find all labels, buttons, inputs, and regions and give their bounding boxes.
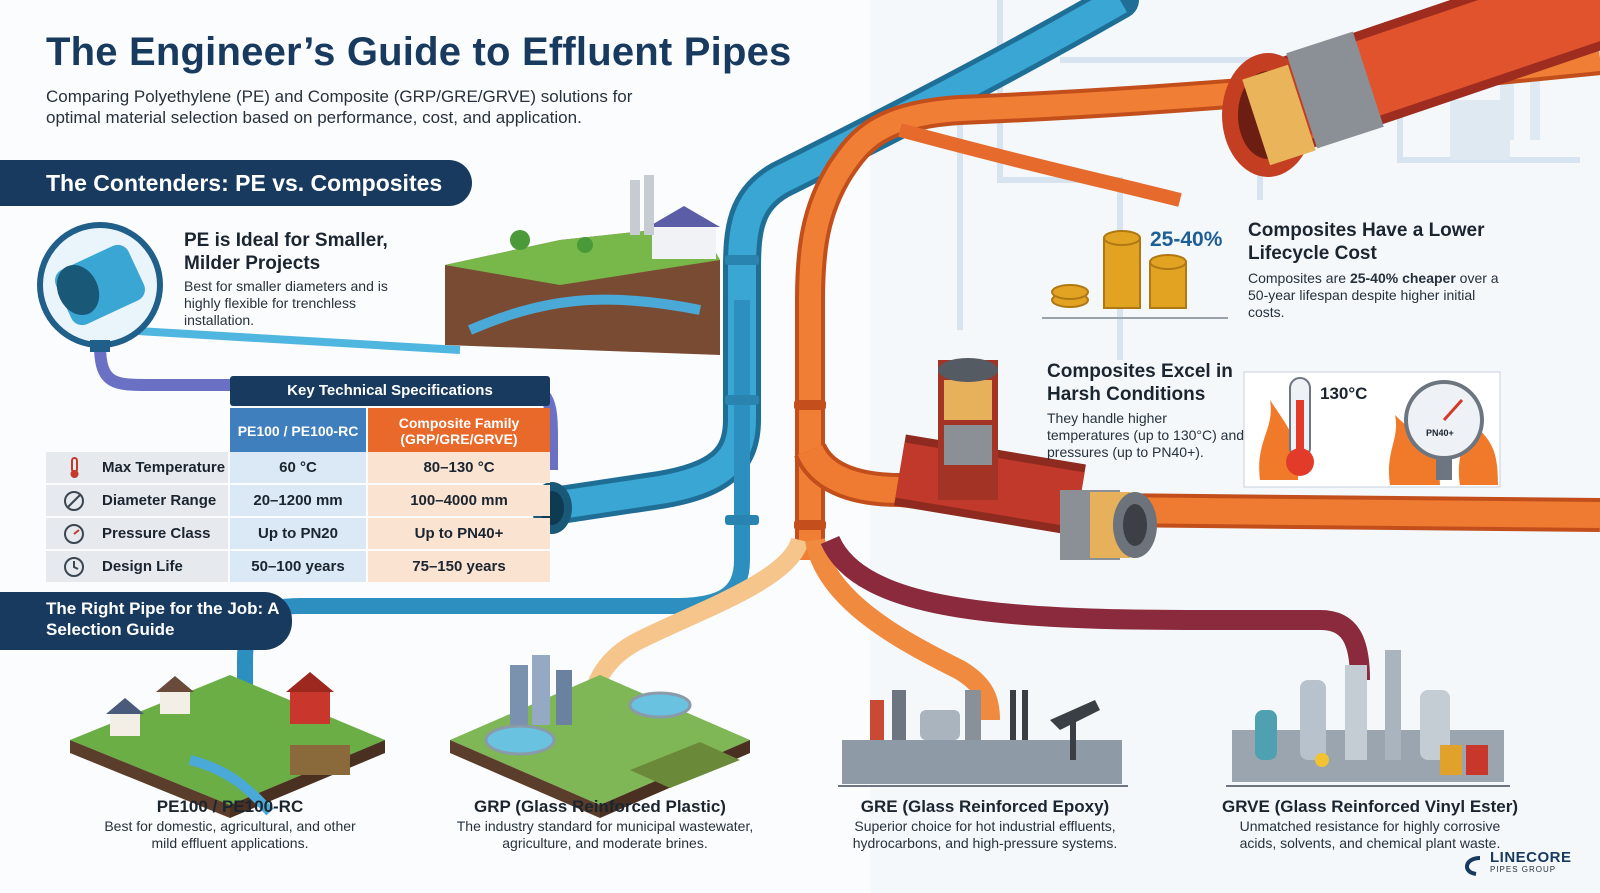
gauge-label: PN40+: [1426, 428, 1454, 438]
row-label: Design Life: [46, 551, 228, 582]
pe-card-heading: PE is Ideal for Smaller, Milder Projects: [184, 230, 388, 274]
table-row: Diameter Range 20–1200 mm 100–4000 mm: [46, 485, 550, 516]
lifecycle-heading: Composites Have a Lower Lifecycle Cost: [1248, 220, 1485, 264]
lifecycle-text-bold: 25-40% cheaper: [1349, 270, 1456, 286]
company-logo: LINECORE PIPES GROUP: [1490, 849, 1572, 876]
selection-heading-pe: PE100 / PE100-RC: [156, 797, 304, 816]
table-row: Design Life 50–100 years 75–150 years: [46, 551, 550, 582]
pe-card-text: Best for smaller diameters and is highly…: [184, 278, 388, 328]
pe-value: Up to PN20: [230, 518, 366, 549]
harsh-text: They handle higher temperatures (up to 1…: [1047, 410, 1245, 460]
lifecycle-text-pre: Composites are: [1248, 270, 1350, 286]
column-header-composite: Composite Family (GRP/GRE/GRVE): [368, 408, 550, 454]
column-header-pe: PE100 / PE100-RC: [230, 408, 366, 454]
selection-text-pe: Best for domestic, agricultural, and oth…: [104, 818, 356, 851]
thermometer-icon: [70, 457, 79, 478]
lifecycle-percent: 25-40%: [1150, 228, 1223, 251]
composite-value: 100–4000 mm: [368, 485, 550, 516]
composite-value: 75–150 years: [368, 551, 550, 582]
page-subtitle: Comparing Polyethylene (PE) and Composit…: [46, 87, 633, 127]
lifecycle-text-post: over a 50-year lifespan despite higher i…: [1248, 270, 1499, 320]
harsh-heading: Composites Excel in Harsh Conditions: [1047, 361, 1233, 405]
lifecycle-text: Composites are 25-40% cheaper over a 50-…: [1248, 270, 1508, 321]
row-label: Diameter Range: [46, 485, 228, 516]
page-title: The Engineer’s Guide to Effluent Pipes: [46, 30, 792, 74]
composite-value: Up to PN40+: [368, 518, 550, 549]
temperature-label: 130°C: [1320, 384, 1368, 403]
pressure-gauge-icon: [64, 524, 84, 544]
row-label: Pressure Class: [46, 518, 228, 549]
pe-value: 50–100 years: [230, 551, 366, 582]
selection-heading-gre: GRE (Glass Reinforced Epoxy): [860, 797, 1110, 816]
diameter-icon: [64, 491, 84, 511]
spec-table-title: Key Technical Specifications: [230, 376, 550, 406]
logo-name: LINECORE: [1490, 849, 1572, 866]
composite-value: 80–130 °C: [368, 452, 550, 483]
selection-text-grve: Unmatched resistance for highly corrosiv…: [1239, 818, 1501, 851]
contenders-banner: The Contenders: PE vs. Composites: [0, 160, 472, 206]
pe-value: 20–1200 mm: [230, 485, 366, 516]
clock-icon: [64, 557, 84, 577]
table-row: Max Temperature 60 °C 80–130 °C: [46, 452, 550, 483]
selection-text-grp: The industry standard for municipal wast…: [456, 818, 754, 851]
selection-heading-grp: GRP (Glass Reinforced Plastic): [474, 797, 726, 816]
selection-banner: The Right Pipe for the Job: A Selection …: [0, 592, 292, 650]
selection-heading-grve: GRVE (Glass Reinforced Vinyl Ester): [1221, 797, 1519, 816]
pe-value: 60 °C: [230, 452, 366, 483]
logo-tagline: PIPES GROUP: [1490, 865, 1557, 874]
table-row: Pressure Class Up to PN20 Up to PN40+: [46, 518, 550, 549]
selection-text-gre: Superior choice for hot industrial efflu…: [852, 818, 1118, 851]
